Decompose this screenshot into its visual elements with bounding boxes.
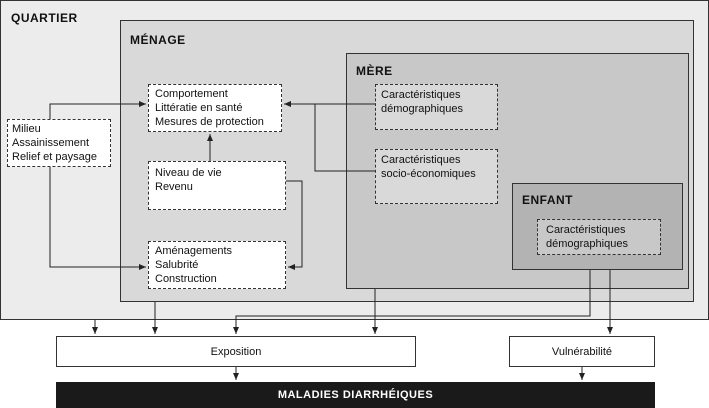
arrow-milieu-comportement: [49, 101, 146, 119]
amenagements-line-2: Salubrité: [155, 259, 199, 271]
enfant-demo-box: [537, 219, 661, 255]
milieu-box: [7, 119, 111, 167]
arrow-enfant-exposition: [233, 270, 591, 334]
amenagements-box: [148, 241, 286, 289]
mere-socio-line-2: socio-économiques: [381, 168, 476, 180]
mere-demo-box: [375, 84, 498, 130]
niveau-box: [148, 161, 286, 210]
niveau-line-2: Revenu: [155, 181, 193, 193]
mere-demo-line-1: Caractéristiques: [381, 89, 461, 101]
enfant-demo-line-1: Caractéristiques: [546, 224, 626, 236]
mere-title: MÈRE: [356, 64, 393, 78]
amenagements-line-3: Construction: [155, 273, 217, 285]
vulnerabilite-label: Vulnérabilité: [551, 345, 613, 358]
arrow-milieu-amenagements: [49, 167, 146, 270]
milieu-line-1: Milieu: [12, 123, 41, 135]
mere-socio-box: [375, 149, 498, 204]
mere-socio-line-1: Caractéristiques: [381, 154, 461, 166]
amenagements-line-1: Aménagements: [155, 245, 233, 257]
comportement-line-3: Mesures de protection: [155, 116, 264, 128]
outcome-bar: MALADIES DIARRHÉIQUES: [56, 382, 655, 408]
vulnerabilite-box: Vulnérabilité: [509, 336, 655, 367]
niveau-line-1: Niveau de vie: [155, 167, 222, 179]
arrow-niveau-amenagements: [286, 180, 303, 270]
menage-title: MÉNAGE: [130, 33, 186, 47]
enfant-title: ENFANT: [522, 193, 573, 207]
exposition-label: Exposition: [210, 345, 262, 358]
outcome-label: MALADIES DIARRHÉIQUES: [277, 389, 434, 401]
comportement-line-1: Comportement: [155, 88, 228, 100]
milieu-line-3: Relief et paysage: [12, 151, 97, 163]
comportement-box: [148, 84, 282, 132]
quartier-title: QUARTIER: [11, 11, 78, 25]
mere-demo-line-2: démographiques: [381, 103, 463, 115]
enfant-demo-line-2: démographiques: [546, 238, 628, 250]
milieu-line-2: Assainissement: [12, 137, 90, 149]
arrow-mersocio-comportement: [314, 104, 375, 172]
comportement-line-2: Littératie en santé: [155, 102, 243, 114]
exposition-box: Exposition: [56, 336, 416, 367]
